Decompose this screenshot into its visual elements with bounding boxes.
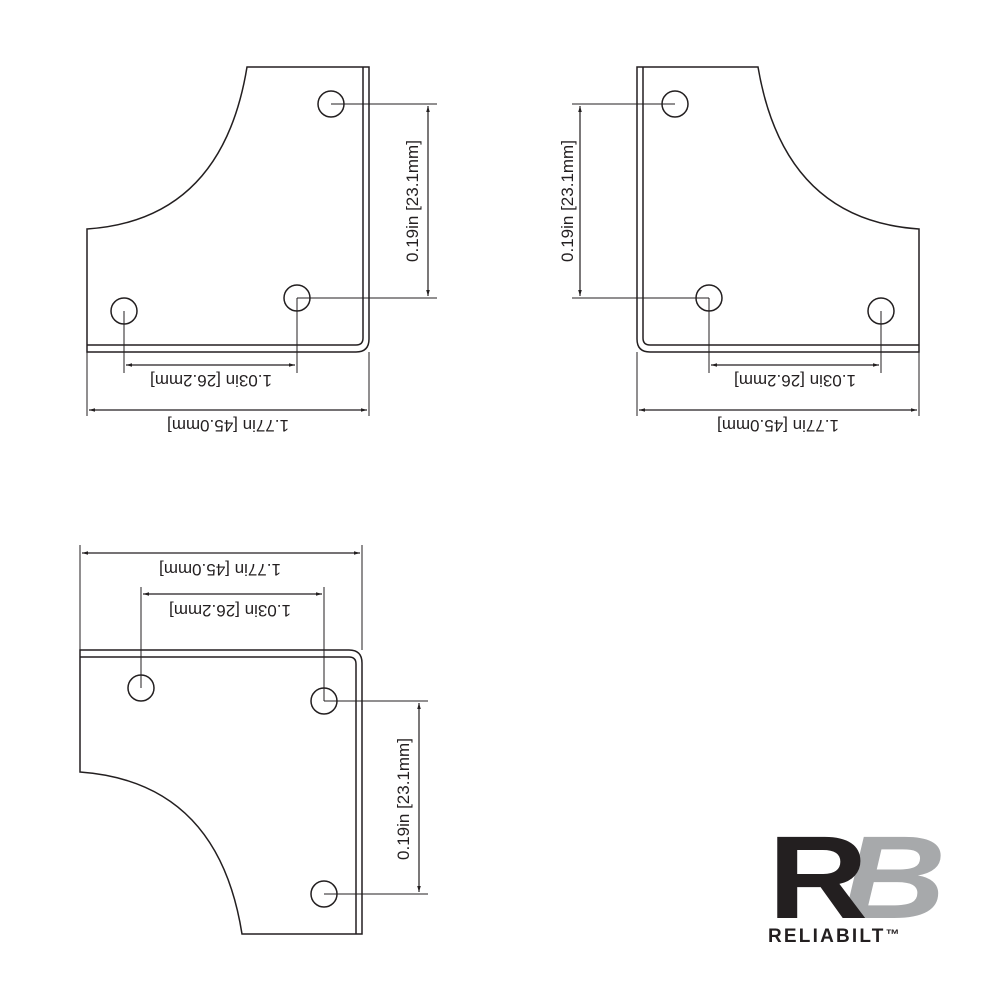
bend-line: [87, 67, 364, 346]
dim-vertical-label: 0.19in [23.1mm]: [558, 140, 577, 262]
dim-hole-spacing-label: 1.03in [26.2mm]: [169, 601, 291, 620]
view-top-left: [86, 66, 437, 416]
monogram-b: B: [842, 828, 946, 923]
dim-vertical-label: 0.19in [23.1mm]: [394, 738, 413, 860]
plate-outline: [86, 66, 370, 353]
dim-vertical-label: 0.19in [23.1mm]: [403, 140, 422, 262]
reliabilt-logo: B R RELIABILT™: [768, 828, 958, 950]
plate-outline: [636, 66, 920, 353]
view-bottom-left: [79, 545, 428, 935]
brand-name: RELIABILT™: [768, 926, 900, 948]
bend-line: [80, 656, 357, 934]
monogram-r: R: [768, 828, 868, 923]
dim-hole-spacing-label: 1.03in [26.2mm]: [150, 371, 272, 390]
brand-name-text: RELIABILT: [768, 926, 886, 947]
rb-monogram: B R: [768, 828, 946, 923]
dim-overall-width-label: 1.77in [45.0mm]: [717, 416, 839, 435]
view-top-right: [572, 66, 920, 416]
dim-hole-spacing-label: 1.03in [26.2mm]: [734, 371, 856, 390]
trademark-symbol: ™: [885, 926, 900, 942]
dim-overall-width-label: 1.77in [45.0mm]: [167, 416, 289, 435]
plate-outline: [79, 649, 363, 935]
dim-overall-width-label: 1.77in [45.0mm]: [159, 560, 281, 579]
bend-line: [642, 67, 919, 346]
